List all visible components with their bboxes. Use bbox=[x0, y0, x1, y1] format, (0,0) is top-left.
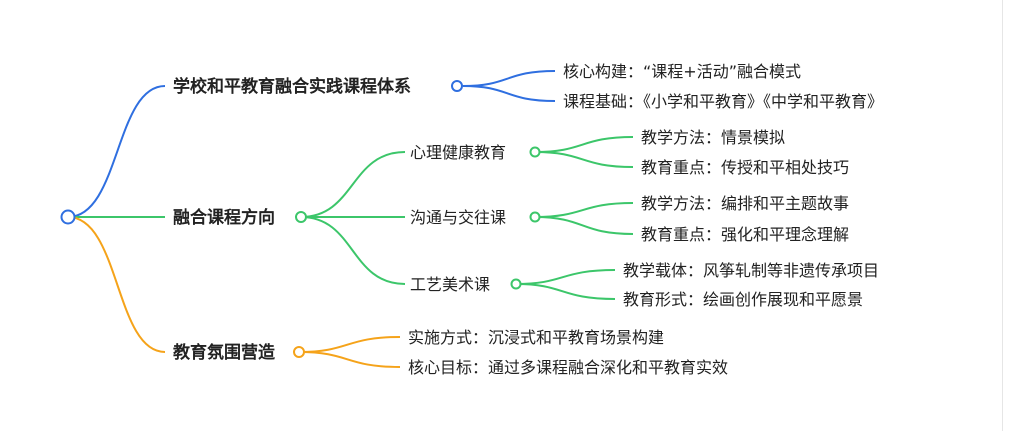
branch-2-leaf-0-label: 实施方式：沉浸式和平教育场景构建 bbox=[408, 328, 664, 347]
branch-1-child-2-leaf-1-label: 教育形式：绘画创作展现和平愿景 bbox=[623, 290, 863, 309]
edge-branch-1-child-1-leaf-0 bbox=[534, 202, 634, 218]
branch-1-child-1-leaf-0-label: 教学方法：编排和平主题故事 bbox=[641, 194, 849, 213]
branch-0-leaf-1-label: 课程基础：《小学和平教育》《中学和平教育》 bbox=[563, 92, 883, 111]
branch-2-label: 教育氛围营造 bbox=[172, 342, 276, 363]
branch-0-node-circle[interactable] bbox=[451, 80, 463, 92]
edge-branch-1-child-0 bbox=[300, 151, 406, 218]
nodes-layer bbox=[60, 80, 541, 358]
branch-1-node-circle[interactable] bbox=[295, 211, 307, 223]
window-right-border bbox=[1002, 0, 1003, 431]
branch-1-child-2-leaf-0-label: 教学载体：风筝轧制等非遗传承项目 bbox=[623, 261, 879, 280]
edge-branch-1-child-2 bbox=[300, 216, 406, 285]
edge-branch-1-child-2-leaf-0 bbox=[515, 269, 616, 285]
branch-0-leaf-0-label: 核心构建：“课程+活动”融合模式 bbox=[563, 62, 801, 81]
branch-1-child-1-node-circle[interactable] bbox=[529, 211, 541, 223]
root-node-circle[interactable] bbox=[60, 209, 76, 225]
edge-branch-0-child-1 bbox=[462, 85, 556, 102]
edge-branch-1-child-0-leaf-0 bbox=[534, 136, 634, 153]
branch-1-child-0-leaf-1-label: 教育重点：传授和平相处技巧 bbox=[641, 158, 849, 177]
branch-1-label: 融合课程方向 bbox=[173, 207, 275, 228]
labels-layer: 学校和平教育融合实践课程体系 融合课程方向 教育氛围营造 核心构建：“课程+活动… bbox=[172, 62, 883, 377]
edge-branch-0-child-0 bbox=[462, 70, 556, 87]
branch-1-child-2-node-circle[interactable] bbox=[510, 278, 522, 290]
edge-branch-1-child-1-leaf-1 bbox=[534, 216, 634, 235]
branch-1-child-2-label: 工艺美术课 bbox=[410, 275, 490, 294]
edge-branch-1-child-2-leaf-1 bbox=[515, 283, 616, 300]
branch-1-child-0-label: 心理健康教育 bbox=[410, 143, 506, 162]
branch-1-child-0-leaf-0-label: 教学方法：情景模拟 bbox=[641, 128, 785, 147]
branch-2-node-circle[interactable] bbox=[293, 346, 305, 358]
edge-branch-2-child-0 bbox=[298, 336, 401, 353]
edge-root-branch-2 bbox=[67, 216, 166, 353]
branch-0-label: 学校和平教育融合实践课程体系 bbox=[173, 76, 411, 97]
edge-branch-2-child-1 bbox=[298, 351, 401, 368]
branch-1-child-1-leaf-1-label: 教育重点：强化和平理念理解 bbox=[641, 225, 849, 244]
edges-layer bbox=[67, 70, 634, 368]
edge-root-branch-0 bbox=[67, 85, 166, 218]
branch-2-leaf-1-label: 核心目标：通过多课程融合深化和平教育实效 bbox=[408, 358, 728, 377]
edge-branch-1-child-0-leaf-1 bbox=[534, 151, 634, 168]
branch-1-child-1-label: 沟通与交往课 bbox=[410, 208, 506, 227]
branch-1-child-0-node-circle[interactable] bbox=[529, 146, 541, 158]
